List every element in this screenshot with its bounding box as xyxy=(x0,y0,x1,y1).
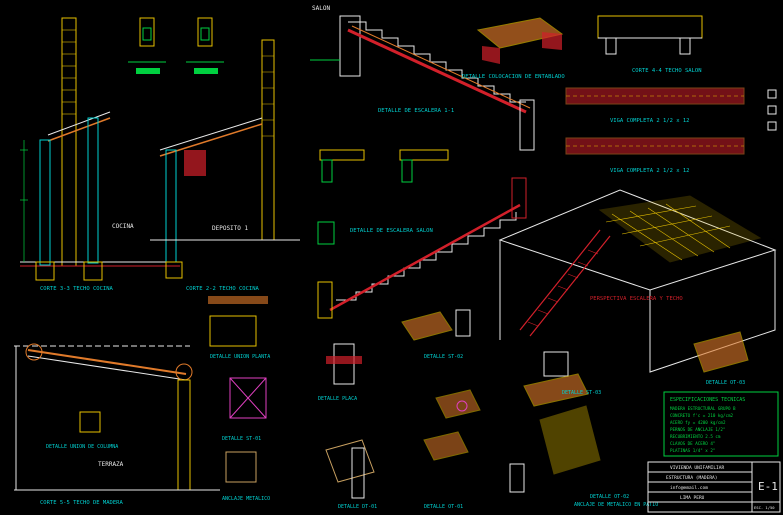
title-detalle-st3: DETALLE ST-03 xyxy=(562,390,601,396)
specifications-box: ESPECIFICACIONES TECNICAS MADERA ESTRUCT… xyxy=(663,391,779,457)
title-detalle-ot3: DETALLE OT-03 xyxy=(706,380,745,386)
bracket-details: DETALLE ST-03 DETALLE OT-02 ANCLAJE DE M… xyxy=(509,351,658,508)
title-detalle-escalera-2: DETALLE DE ESCALERA SALON xyxy=(350,228,433,234)
corte-techo-madera: TERRAZA DETALLE UNION DE COLUMNA CORTE 5… xyxy=(14,343,220,506)
wood-connection-details: DETALLE ST-02 DETALLE OT-01 xyxy=(401,309,481,510)
title-block-owner: VIVIENDA UNIFAMILIAR xyxy=(670,465,724,471)
title-anclaje-1: ANCLAJE METALICO xyxy=(222,496,270,502)
deck-colocacion-detail: DETALLE COLOCACION DE ENTABLADO xyxy=(462,17,565,80)
title-block-revision: ESC. 1/50 xyxy=(754,505,775,510)
column-plate-details: DETALLE PLACA DETALLE DT-01 xyxy=(318,343,377,510)
title-corte-techo-salon: CORTE 4-4 TECHO SALON xyxy=(632,68,702,74)
title-block-email: info@email.com xyxy=(670,485,708,491)
title-detalle-st: DETALLE ST-01 xyxy=(222,436,261,442)
notes-line: PERNOS DE ANCLAJE 1/2" xyxy=(670,427,725,432)
title-corte-cocina: CORTE 3-3 TECHO COCINA xyxy=(40,286,114,292)
title-block-sheet: E-1 xyxy=(758,480,778,493)
notes-line: RECUBRIMIENTO 2.5 cm xyxy=(670,434,721,439)
title-detalle-columna: DETALLE UNION DE COLUMNA xyxy=(46,444,118,450)
title-detalle-placa: DETALLE PLACA xyxy=(318,396,357,402)
title-detalle-planta: DETALLE UNION PLANTA xyxy=(210,354,270,360)
title-detalle-ot: DETALLE OT-01 xyxy=(424,504,463,510)
joint-details: DETALLE UNION PLANTA DETALLE ST-01 ANCLA… xyxy=(208,296,270,502)
small-stair-sections xyxy=(317,149,449,245)
edge-markers xyxy=(767,89,777,131)
corte-cocina-section: COCINA CORTE 3-3 TECHO COCINA xyxy=(20,17,180,292)
label-terraza: TERRAZA xyxy=(98,461,124,468)
title-detalle-colocacion: DETALLE COLOCACION DE ENTABLADO xyxy=(462,74,565,80)
stair-detail-1: SALON DETALLE DE ESCALERA 1-1 xyxy=(310,5,535,151)
corte-techo-salon: CORTE 4-4 TECHO SALON xyxy=(597,15,703,74)
notes-line: CONCRETO f'c = 210 kg/cm2 xyxy=(670,413,734,418)
title-block-project: ESTRUCTURA (MADERA) xyxy=(666,475,717,481)
title-perspective: PERSPECTIVA ESCALERA Y TECHO xyxy=(590,296,683,302)
stair-detail-2: DETALLE DE ESCALERA SALON xyxy=(317,177,527,319)
small-section-details xyxy=(128,17,224,74)
title-viga-2: VIGA COMPLETA 2 1/2 x 12 xyxy=(610,168,689,174)
title-block: VIVIENDA UNIFAMILIAR ESTRUCTURA (MADERA)… xyxy=(647,461,781,513)
title-viga-1: VIGA COMPLETA 2 1/2 x 12 xyxy=(610,118,689,124)
label-salon: SALON xyxy=(312,5,330,12)
notes-line: MADERA ESTRUCTURAL GRUPO B xyxy=(670,406,736,411)
title-detalle-ot2: DETALLE OT-02 xyxy=(590,494,629,500)
title-corte-deposito: CORTE 2-2 TECHO COCINA xyxy=(186,286,260,292)
title-detalle-dt: DETALLE DT-01 xyxy=(338,504,377,510)
right-corner-detail: DETALLE OT-03 xyxy=(693,331,749,386)
title-detalle-st2: DETALLE ST-02 xyxy=(424,354,463,360)
notes-title: ESPECIFICACIONES TECNICAS xyxy=(670,397,745,403)
title-detalle-escalera-1: DETALLE DE ESCALERA 1-1 xyxy=(378,108,454,114)
title-anclaje-2: ANCLAJE DE METALICO EN PATIO xyxy=(574,502,658,508)
corte-deposito-section: DEPOSITO 1 CORTE 2-2 TECHO COCINA xyxy=(150,39,300,292)
title-corte-madera: CORTE 5-5 TECHO DE MADERA xyxy=(40,500,123,506)
title-block-location: LIMA PERU xyxy=(680,495,705,501)
notes-line: PLATINAS 1/4" x 2" xyxy=(670,448,715,453)
notes-line: CLAVOS DE ACERO 4" xyxy=(670,441,715,446)
perspective-structure: PERSPECTIVA ESCALERA Y TECHO xyxy=(498,189,777,373)
notes-line: ACERO fy = 4200 kg/cm2 xyxy=(670,420,726,425)
label-deposito: DEPOSITO 1 xyxy=(212,225,249,232)
label-cocina: COCINA xyxy=(112,223,134,230)
beam-elevations: VIGA COMPLETA 2 1/2 x 12 VIGA COMPLETA 2… xyxy=(565,87,745,174)
